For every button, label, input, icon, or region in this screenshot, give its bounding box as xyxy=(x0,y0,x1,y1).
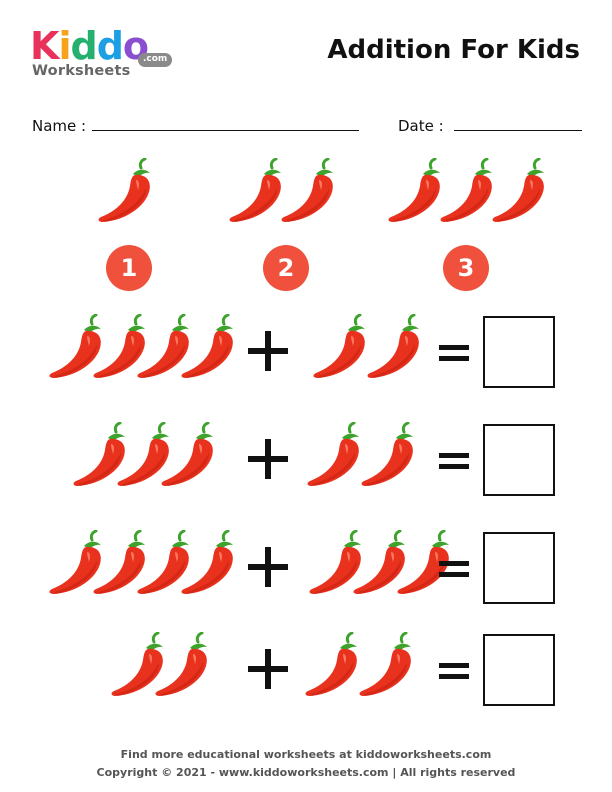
answer-box[interactable] xyxy=(483,316,555,388)
chili-pepper-icon xyxy=(310,314,368,380)
chili-pepper-icon xyxy=(364,314,422,380)
chili-pepper-icon xyxy=(158,422,216,488)
plus-sign xyxy=(246,545,290,589)
chili-pepper-icon xyxy=(385,158,443,224)
name-label: Name : xyxy=(32,117,87,135)
chili-pepper-icon xyxy=(152,632,210,698)
plus-sign xyxy=(246,329,290,373)
answer-box[interactable] xyxy=(483,532,555,604)
logo-letter: i xyxy=(58,24,71,68)
chili-pepper-icon xyxy=(489,158,547,224)
equals-sign xyxy=(439,341,469,365)
chili-pepper-icon xyxy=(302,632,360,698)
chili-pepper-icon xyxy=(437,158,495,224)
logo-letter: d xyxy=(70,24,97,68)
number-badge-3: 3 xyxy=(443,245,489,291)
logo-kiddo-text: Kiddo xyxy=(30,24,149,68)
plus-sign xyxy=(246,437,290,481)
answer-box[interactable] xyxy=(483,634,555,706)
kiddo-worksheets-logo: Kiddo Worksheets .com xyxy=(30,26,180,86)
logo-com-badge: .com xyxy=(138,53,173,67)
name-field[interactable] xyxy=(92,130,359,131)
chili-pepper-icon xyxy=(278,158,336,224)
equals-sign xyxy=(439,557,469,581)
number-badge-2: 2 xyxy=(263,245,309,291)
logo-worksheets-text: Worksheets xyxy=(32,63,131,79)
number-badge-1: 1 xyxy=(106,245,152,291)
chili-pepper-icon xyxy=(95,158,153,224)
date-field[interactable] xyxy=(454,130,582,131)
chili-pepper-icon xyxy=(178,530,236,596)
equals-sign xyxy=(439,659,469,683)
chili-pepper-icon xyxy=(304,422,362,488)
chili-pepper-icon xyxy=(226,158,284,224)
chili-pepper-icon xyxy=(178,314,236,380)
plus-sign xyxy=(246,647,290,691)
footer-line-1: Find more educational worksheets at kidd… xyxy=(120,748,492,761)
chili-pepper-icon xyxy=(358,422,416,488)
footer-line-2: Copyright © 2021 - www.kiddoworksheets.c… xyxy=(96,766,516,779)
equals-sign xyxy=(439,449,469,473)
logo-letter: d xyxy=(96,24,124,68)
answer-box[interactable] xyxy=(483,424,555,496)
chili-pepper-icon xyxy=(356,632,414,698)
page-title: Addition For Kids xyxy=(327,35,580,65)
logo-letter: K xyxy=(30,24,59,68)
date-label: Date : xyxy=(398,117,444,135)
